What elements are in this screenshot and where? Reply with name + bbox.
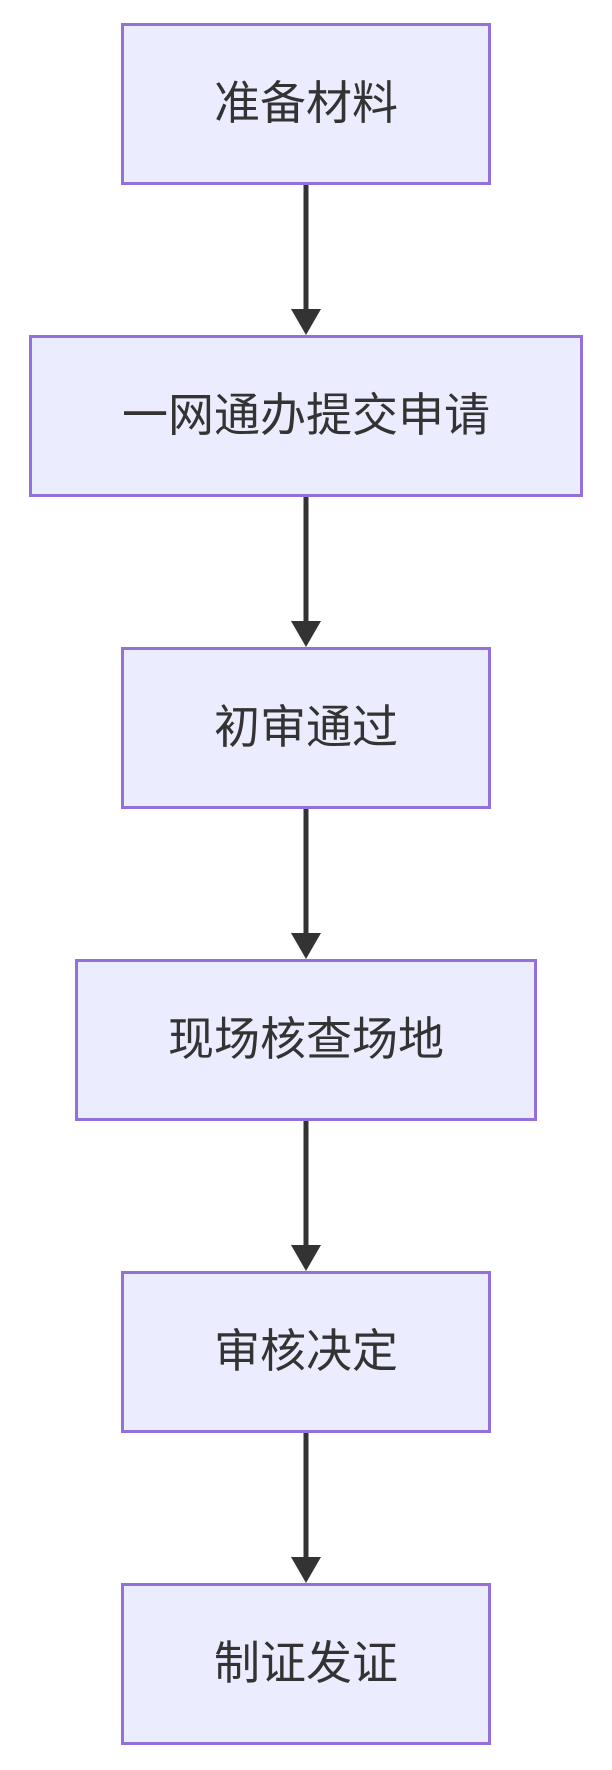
flow-node: 审核决定 bbox=[121, 1271, 491, 1433]
flow-node-label: 现场核查场地 bbox=[168, 1012, 444, 1067]
arrow-line bbox=[303, 809, 309, 937]
arrow-line bbox=[303, 1121, 309, 1249]
flow-arrow bbox=[286, 185, 326, 335]
flow-arrow bbox=[286, 809, 326, 959]
arrowhead-down-icon bbox=[291, 933, 321, 959]
flow-node: 初审通过 bbox=[121, 647, 491, 809]
flow-arrow bbox=[286, 1433, 326, 1583]
flow-node-label: 审核决定 bbox=[214, 1324, 398, 1379]
flow-node-label: 准备材料 bbox=[214, 76, 398, 131]
flow-arrow bbox=[286, 1121, 326, 1271]
arrowhead-down-icon bbox=[291, 309, 321, 335]
flow-node-label: 制证发证 bbox=[214, 1636, 398, 1691]
arrow-line bbox=[303, 1433, 309, 1561]
arrowhead-down-icon bbox=[291, 621, 321, 647]
flow-node: 准备材料 bbox=[121, 23, 491, 185]
flow-node-label: 初审通过 bbox=[214, 700, 398, 755]
flow-node-label: 一网通办提交申请 bbox=[122, 388, 490, 443]
arrowhead-down-icon bbox=[291, 1245, 321, 1271]
arrow-line bbox=[303, 185, 309, 313]
flow-node: 现场核查场地 bbox=[75, 959, 537, 1121]
flow-arrow bbox=[286, 497, 326, 647]
arrow-line bbox=[303, 497, 309, 625]
flow-node: 一网通办提交申请 bbox=[29, 335, 583, 497]
arrowhead-down-icon bbox=[291, 1557, 321, 1583]
flow-node: 制证发证 bbox=[121, 1583, 491, 1745]
